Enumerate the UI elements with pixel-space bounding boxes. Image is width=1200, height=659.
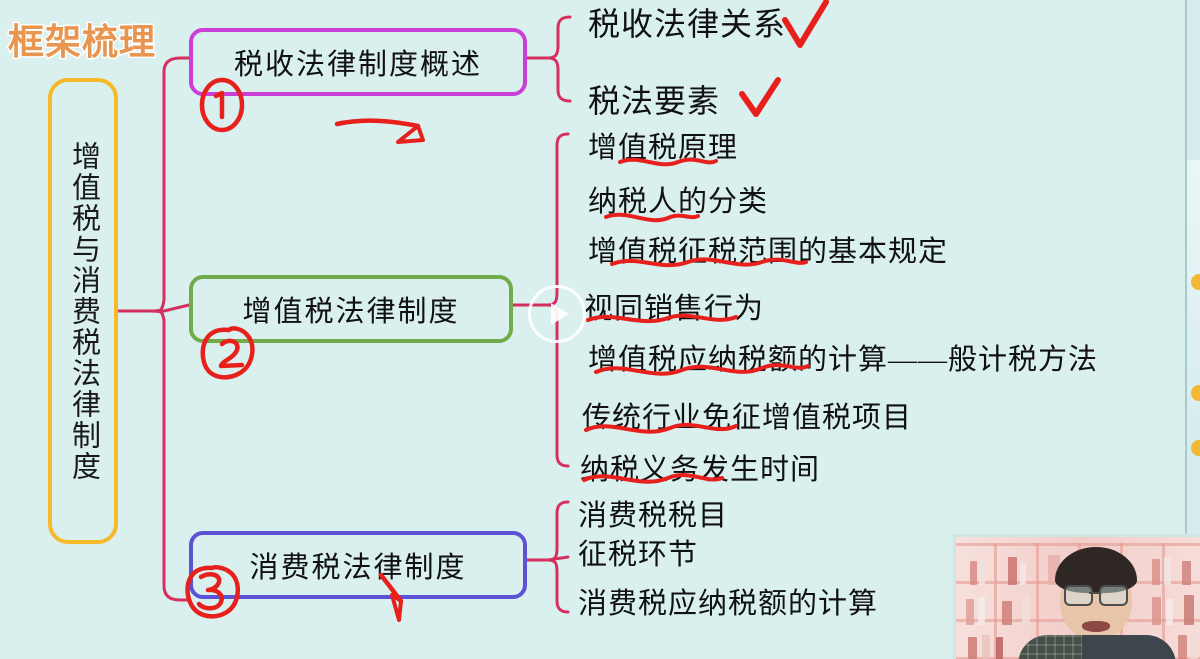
branch-node-1[interactable]: 税收法律制度概述	[189, 28, 527, 96]
bookshelf-books	[956, 537, 1200, 659]
play-triangle	[550, 303, 569, 325]
leaf-3-2[interactable]: 征税环节	[578, 539, 699, 571]
root-node-label: 增值税与消费税法律制度	[67, 140, 100, 482]
branch-node-1-label: 税收法律制度概述	[233, 49, 482, 81]
panel-sheen	[1187, 160, 1200, 460]
root-node[interactable]: 增值税与消费税法律制度	[48, 78, 118, 544]
leaf-2-6[interactable]: 传统行业免征增值税项目	[582, 402, 913, 434]
instructor-webcam[interactable]	[953, 534, 1200, 659]
leaf-3-1[interactable]: 消费税税目	[578, 500, 729, 532]
leaf-2-1[interactable]: 增值税原理	[588, 132, 739, 164]
panel-dot[interactable]	[1191, 440, 1200, 456]
leaf-3-3[interactable]: 消费税应纳税额的计算	[578, 588, 879, 620]
leaf-2-2[interactable]: 纳税人的分类	[588, 186, 769, 218]
right-side-panel[interactable]	[1185, 0, 1200, 534]
leaf-1-2[interactable]: 税法要素	[588, 83, 721, 119]
leaf-2-4[interactable]: 视同销售行为	[584, 293, 765, 325]
panel-dot[interactable]	[1191, 385, 1200, 401]
branch-node-2[interactable]: 增值税法律制度	[189, 275, 513, 343]
page-title: 框架梳理	[6, 20, 157, 64]
play-icon[interactable]	[528, 285, 586, 343]
branch-node-3-label: 消费税法律制度	[249, 552, 467, 584]
leaf-1-1[interactable]: 税收法律关系	[588, 6, 787, 42]
branch-node-3[interactable]: 消费税法律制度	[189, 531, 527, 599]
leaf-2-3[interactable]: 增值税征税范围的基本规定	[588, 236, 949, 268]
branch-node-2-label: 增值税法律制度	[242, 296, 460, 328]
instructor-mouth	[1082, 621, 1110, 632]
leaf-2-5[interactable]: 增值税应纳税额的计算——般计税方法	[588, 344, 1099, 376]
leaf-2-7[interactable]: 纳税义务发生时间	[580, 454, 821, 486]
panel-dot[interactable]	[1191, 274, 1200, 290]
glasses-icon	[1064, 585, 1128, 606]
